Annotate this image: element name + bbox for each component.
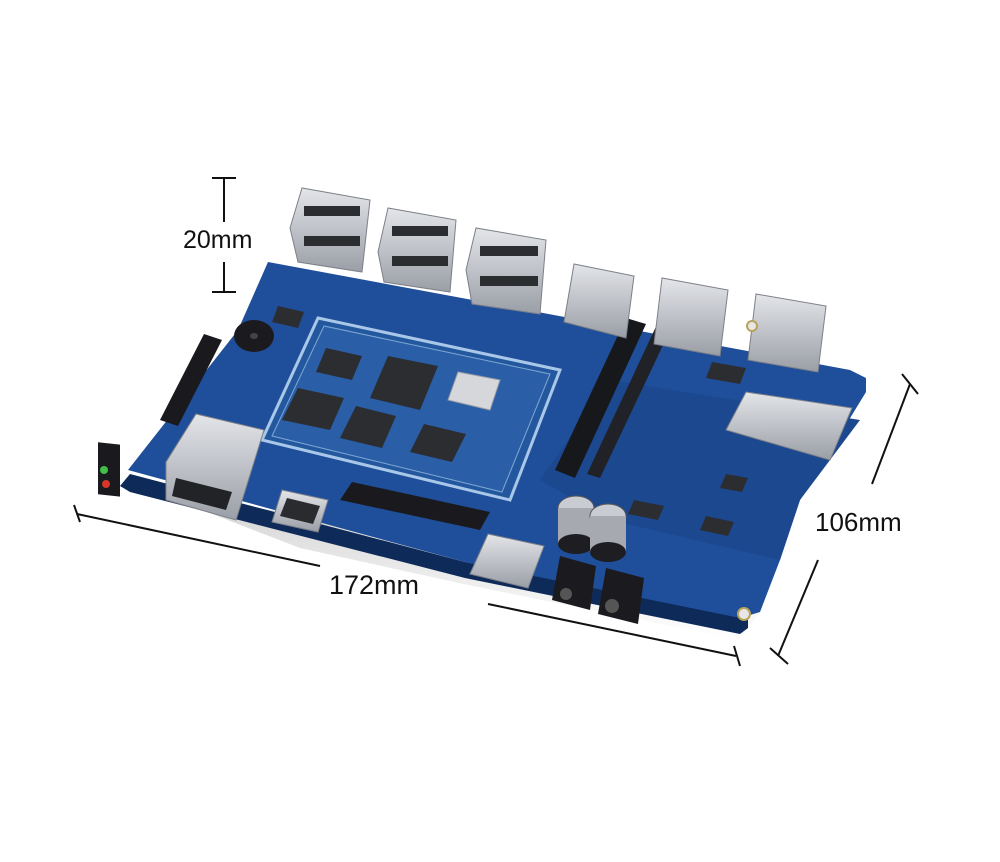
usb-port-stack xyxy=(377,207,457,293)
length-dimension-line xyxy=(73,504,741,667)
sd-card-slot xyxy=(469,533,545,589)
memory-chip xyxy=(282,388,344,430)
wifi-module xyxy=(447,371,501,411)
usb-b-port xyxy=(563,263,635,339)
hdmi-socket xyxy=(280,498,320,524)
buzzer-hole xyxy=(250,333,258,339)
msata-slot xyxy=(555,318,646,478)
dc-power-jack xyxy=(598,568,644,624)
ic-chip xyxy=(700,516,734,536)
capacitor-base xyxy=(558,534,594,554)
mounting-hole xyxy=(737,607,751,621)
ic-chip xyxy=(720,474,748,492)
width-dimension-line xyxy=(769,373,919,665)
usb-b-port xyxy=(747,293,827,373)
usb-port-stack xyxy=(465,227,547,315)
main-soc-chip xyxy=(370,356,438,410)
power-chip xyxy=(316,348,362,380)
length-dimension-label: 172mm xyxy=(329,570,420,600)
sim-card-slot xyxy=(725,391,853,461)
capacitor-base xyxy=(590,542,626,562)
audio-jack-hole xyxy=(560,588,572,600)
flash-chip xyxy=(410,424,466,462)
usb-b-port xyxy=(653,277,729,357)
height-dimension-line xyxy=(212,177,236,293)
red-led xyxy=(102,480,110,488)
height-dimension-label: 20mm xyxy=(183,226,253,254)
mounting-hole xyxy=(746,320,758,332)
ic-chip xyxy=(272,306,304,328)
dc-jack-hole xyxy=(605,599,619,613)
msata-slot xyxy=(587,318,674,478)
gpio-header xyxy=(160,334,222,426)
width-dimension-label: 106mm xyxy=(815,507,902,537)
ethernet-socket xyxy=(172,478,232,510)
memory-chip xyxy=(340,406,396,448)
ic-chip xyxy=(706,362,746,384)
usb-port-stack xyxy=(289,187,371,273)
green-led xyxy=(100,466,108,474)
ic-chip xyxy=(628,500,664,520)
pin-header xyxy=(340,482,490,530)
